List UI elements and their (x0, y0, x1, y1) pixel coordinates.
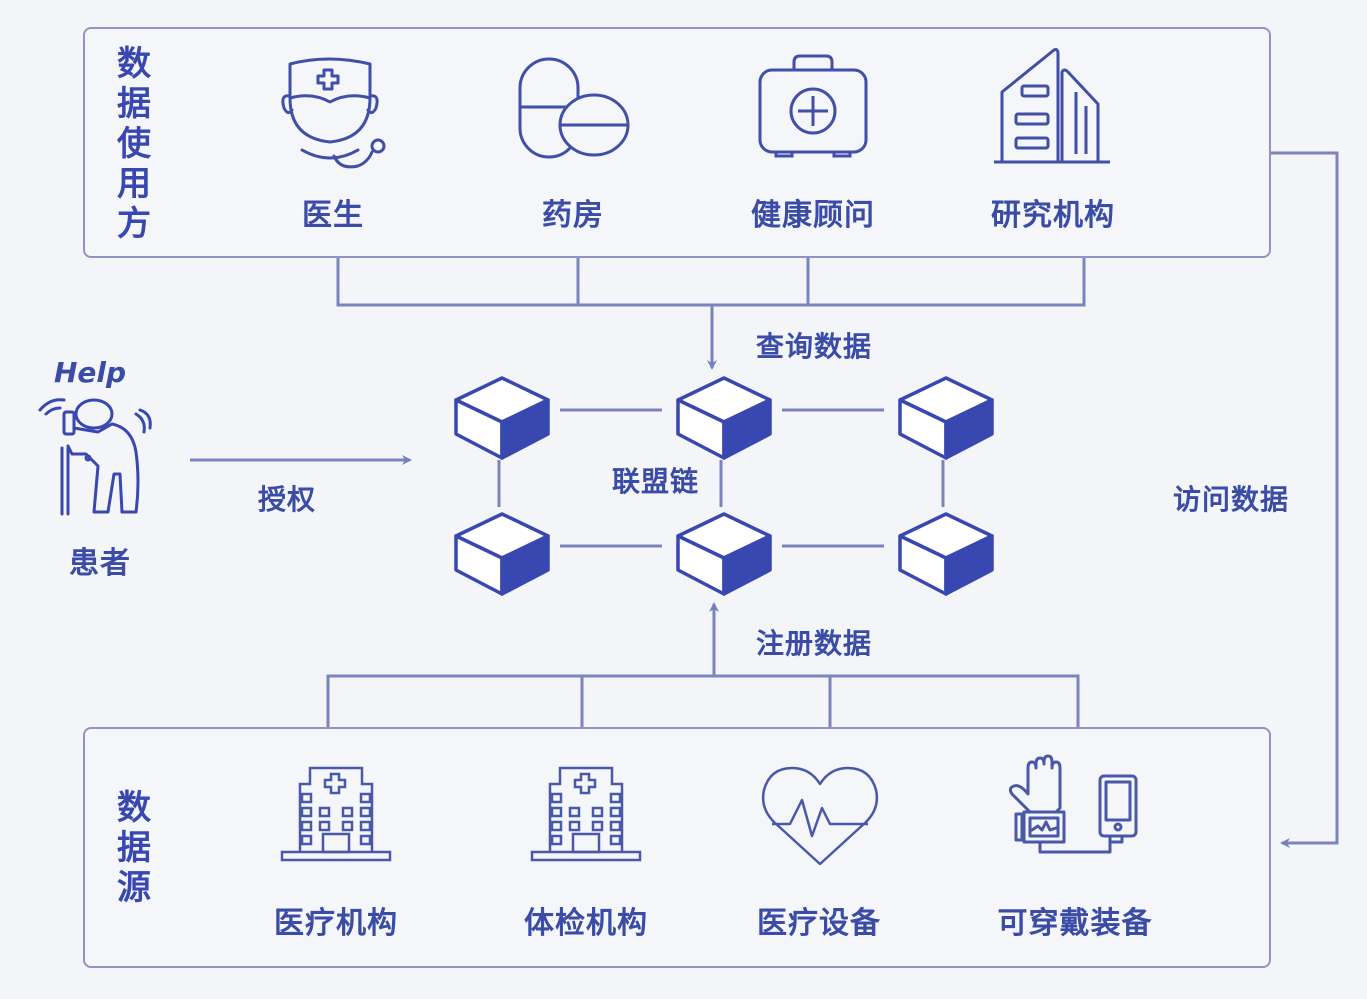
heart-pulse-icon (761, 766, 879, 866)
title-char: 用 (117, 164, 151, 204)
register-bracket (326, 674, 1080, 728)
doctor-icon (281, 57, 386, 169)
title-char: 方 (117, 204, 151, 244)
title-char: 据 (117, 84, 151, 124)
source-label-medical-device: 医疗设备 (757, 906, 881, 941)
user-label-research-institute: 研究机构 (991, 198, 1115, 233)
pills-icon (518, 57, 630, 159)
help-text: Help (54, 356, 127, 389)
title-char: 数 (117, 44, 151, 84)
block-cube-icon (676, 376, 772, 460)
user-label-pharmacy: 药房 (542, 198, 604, 233)
title-char: 使 (117, 124, 151, 164)
title-char: 据 (117, 828, 151, 868)
data-users-panel (83, 27, 1271, 258)
medical-kit-icon (758, 54, 868, 158)
source-label-checkup-institution: 体检机构 (524, 906, 648, 941)
query-label: 查询数据 (756, 330, 873, 363)
data-users-title: 数 据 使 用 方 (114, 44, 154, 244)
source-label-wearable: 可穿戴装备 (997, 906, 1153, 941)
access-label: 访问数据 (1173, 483, 1290, 516)
authorize-label: 授权 (258, 483, 317, 516)
title-char: 源 (117, 868, 151, 908)
register-label: 注册数据 (756, 627, 873, 660)
hospital-icon (280, 766, 392, 862)
block-cube-icon (454, 376, 550, 460)
block-cube-icon (898, 512, 994, 596)
elderly-patient-icon (38, 398, 152, 516)
source-label-medical-institution: 医疗机构 (274, 906, 398, 941)
access-loop (1271, 151, 1339, 848)
data-sources-panel (83, 727, 1271, 968)
block-cube-icon (898, 376, 994, 460)
wearable-device-icon (1008, 754, 1138, 854)
block-cube-icon (454, 512, 550, 596)
building-icon (994, 48, 1110, 164)
consortium-chain-label: 联盟链 (612, 465, 700, 498)
patient-label: 患者 (69, 546, 131, 581)
data-sources-title: 数 据 源 (114, 788, 154, 908)
query-bracket (336, 258, 1086, 307)
title-char: 数 (117, 788, 151, 828)
hospital-icon-2 (530, 766, 642, 862)
user-label-doctor: 医生 (302, 198, 364, 233)
user-label-health-advisor: 健康顾问 (751, 198, 875, 233)
block-cube-icon (676, 512, 772, 596)
